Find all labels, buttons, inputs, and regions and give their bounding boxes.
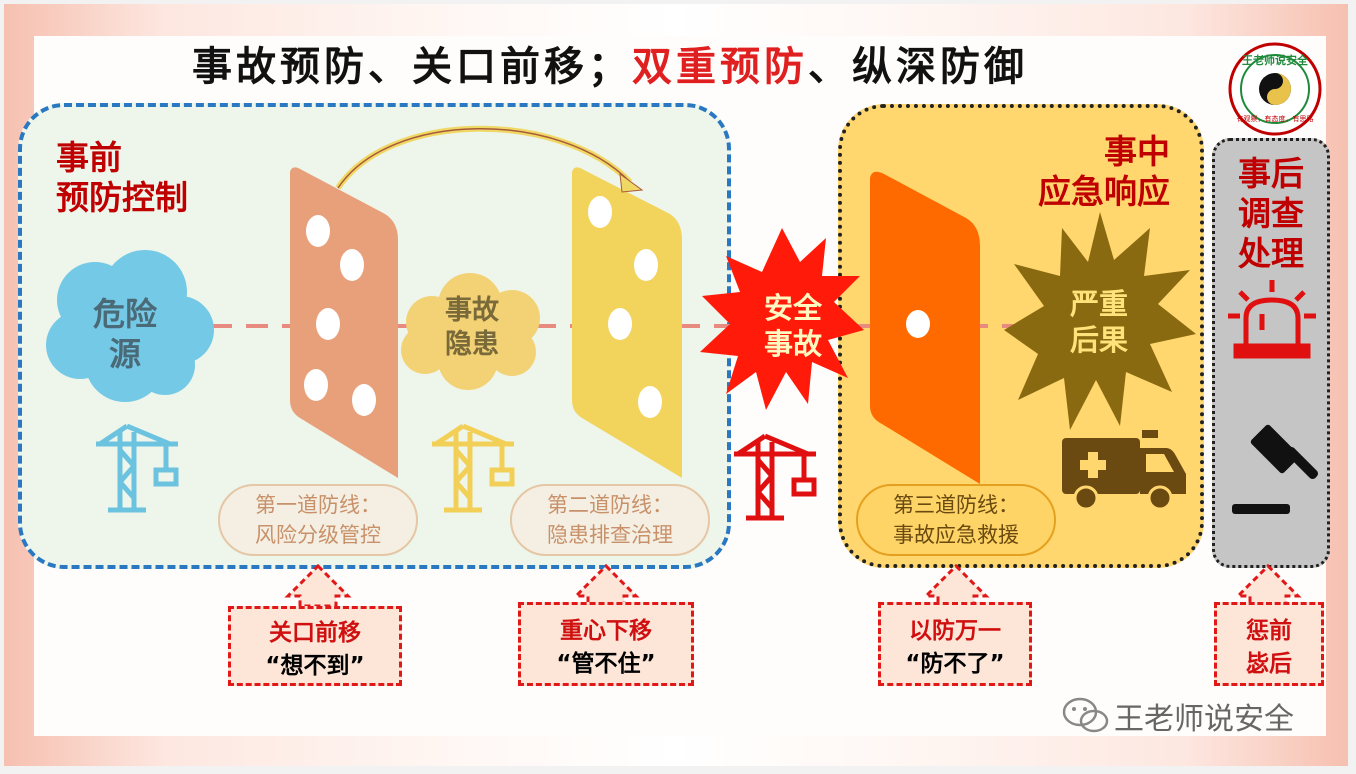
note-learn-lesson: 惩前 毖后 — [1214, 602, 1324, 686]
page-title: 事故预防、关口前移；双重预防、纵深防御 — [0, 34, 1220, 92]
post-title-line2: 调查 — [1238, 194, 1304, 233]
defense-line-2: 第二道防线： 隐患排查治理 — [510, 484, 710, 556]
title-highlight: 双重预防 — [632, 43, 808, 90]
logo-top-text: 王老师说安全 — [1242, 54, 1308, 67]
post-title-line1: 事后 — [1238, 154, 1304, 193]
gavel-icon — [1232, 424, 1319, 514]
hidden-danger-cloud — [401, 273, 540, 390]
barrier-2 — [572, 167, 682, 478]
post-title-line3: 处理 — [1238, 234, 1304, 273]
note-2-line1: 重心下移 — [560, 618, 652, 644]
hidden-danger-label: 事故 隐患 — [424, 294, 520, 362]
hazard-line1: 危险 — [92, 295, 157, 333]
danger-line1: 事故 — [445, 295, 499, 326]
post-panel-title: 事后 调查 处理 — [1212, 154, 1330, 274]
accident-burst — [700, 228, 864, 410]
hazard-source-label: 危险 源 — [70, 294, 180, 374]
title-part1: 事故预防、关口前移； — [192, 43, 632, 90]
mid-title-line1: 事中 — [1104, 132, 1170, 171]
consequence-burst — [1004, 212, 1196, 430]
alarm-light-icon — [1228, 280, 1316, 359]
note-gateway-forward: 关口前移 “想不到” — [228, 606, 402, 686]
pre-title-line2: 预防控制 — [56, 178, 188, 217]
mid-title-line2: 应急响应 — [1038, 172, 1170, 211]
defense-3-line2: 事故应急救援 — [893, 523, 1019, 547]
crane-icon-1 — [96, 423, 179, 513]
consequence-line1: 严重 — [1069, 287, 1128, 321]
pre-panel-title: 事前 预防控制 — [56, 138, 188, 218]
danger-line2: 隐患 — [445, 329, 499, 360]
defense-2-line2: 隐患排查治理 — [547, 523, 673, 547]
note-4-line2: 毖后 — [1246, 651, 1292, 677]
note-3-line1: 以防万一 — [909, 618, 1001, 644]
mid-panel-title: 事中 应急响应 — [1012, 132, 1170, 212]
note-just-in-case: 以防万一 “防不了” — [878, 602, 1032, 686]
hazard-line2: 源 — [108, 335, 141, 373]
ambulance-icon — [1062, 430, 1186, 511]
watermark-text: 王老师说安全 — [1114, 702, 1294, 737]
note-4-line1: 惩前 — [1246, 618, 1292, 644]
defense-line-3: 第三道防线： 事故应急救援 — [856, 484, 1056, 556]
accident-label: 安全 事故 — [748, 290, 838, 362]
note-arrow-3 — [922, 563, 990, 606]
shift-arrow-outline — [337, 128, 631, 189]
barrier-1 — [290, 167, 398, 478]
barrier-3 — [870, 171, 980, 484]
hazard-source-cloud — [46, 250, 214, 402]
note-arrow-2 — [572, 563, 640, 606]
logo-bottom-text: 有观察，有态度，有思路 — [1236, 115, 1314, 123]
pre-title-line1: 事前 — [56, 138, 122, 177]
note-focus-downward: 重心下移 “管不住” — [518, 602, 694, 686]
crane-icon-3 — [734, 433, 817, 521]
defense-3-line1: 第三道防线： — [893, 493, 1019, 517]
logo: 王老师说安全 有观察，有态度，有思路 — [1228, 42, 1322, 136]
defense-2-line1: 第二道防线： — [547, 493, 673, 517]
note-1-line2: “想不到” — [265, 653, 365, 679]
note-3-line2: “防不了” — [905, 651, 1005, 677]
note-2-line2: “管不住” — [556, 651, 656, 677]
crane-icon-2 — [432, 423, 515, 513]
accident-line2: 事故 — [763, 327, 822, 361]
accident-line1: 安全 — [763, 291, 822, 325]
wechat-icon — [1062, 697, 1109, 733]
defense-1-line1: 第一道防线： — [255, 493, 381, 517]
consequence-label: 严重 后果 — [1054, 286, 1144, 358]
note-arrow-1 — [284, 563, 352, 608]
shift-arrow-head — [619, 172, 644, 193]
note-arrow-4 — [1234, 563, 1302, 606]
defense-line-1: 第一道防线： 风险分级管控 — [218, 484, 418, 556]
consequence-line2: 后果 — [1069, 323, 1128, 357]
defense-1-line2: 风险分级管控 — [255, 523, 381, 547]
title-part3: 、纵深防御 — [808, 43, 1028, 90]
note-1-line1: 关口前移 — [269, 620, 361, 646]
